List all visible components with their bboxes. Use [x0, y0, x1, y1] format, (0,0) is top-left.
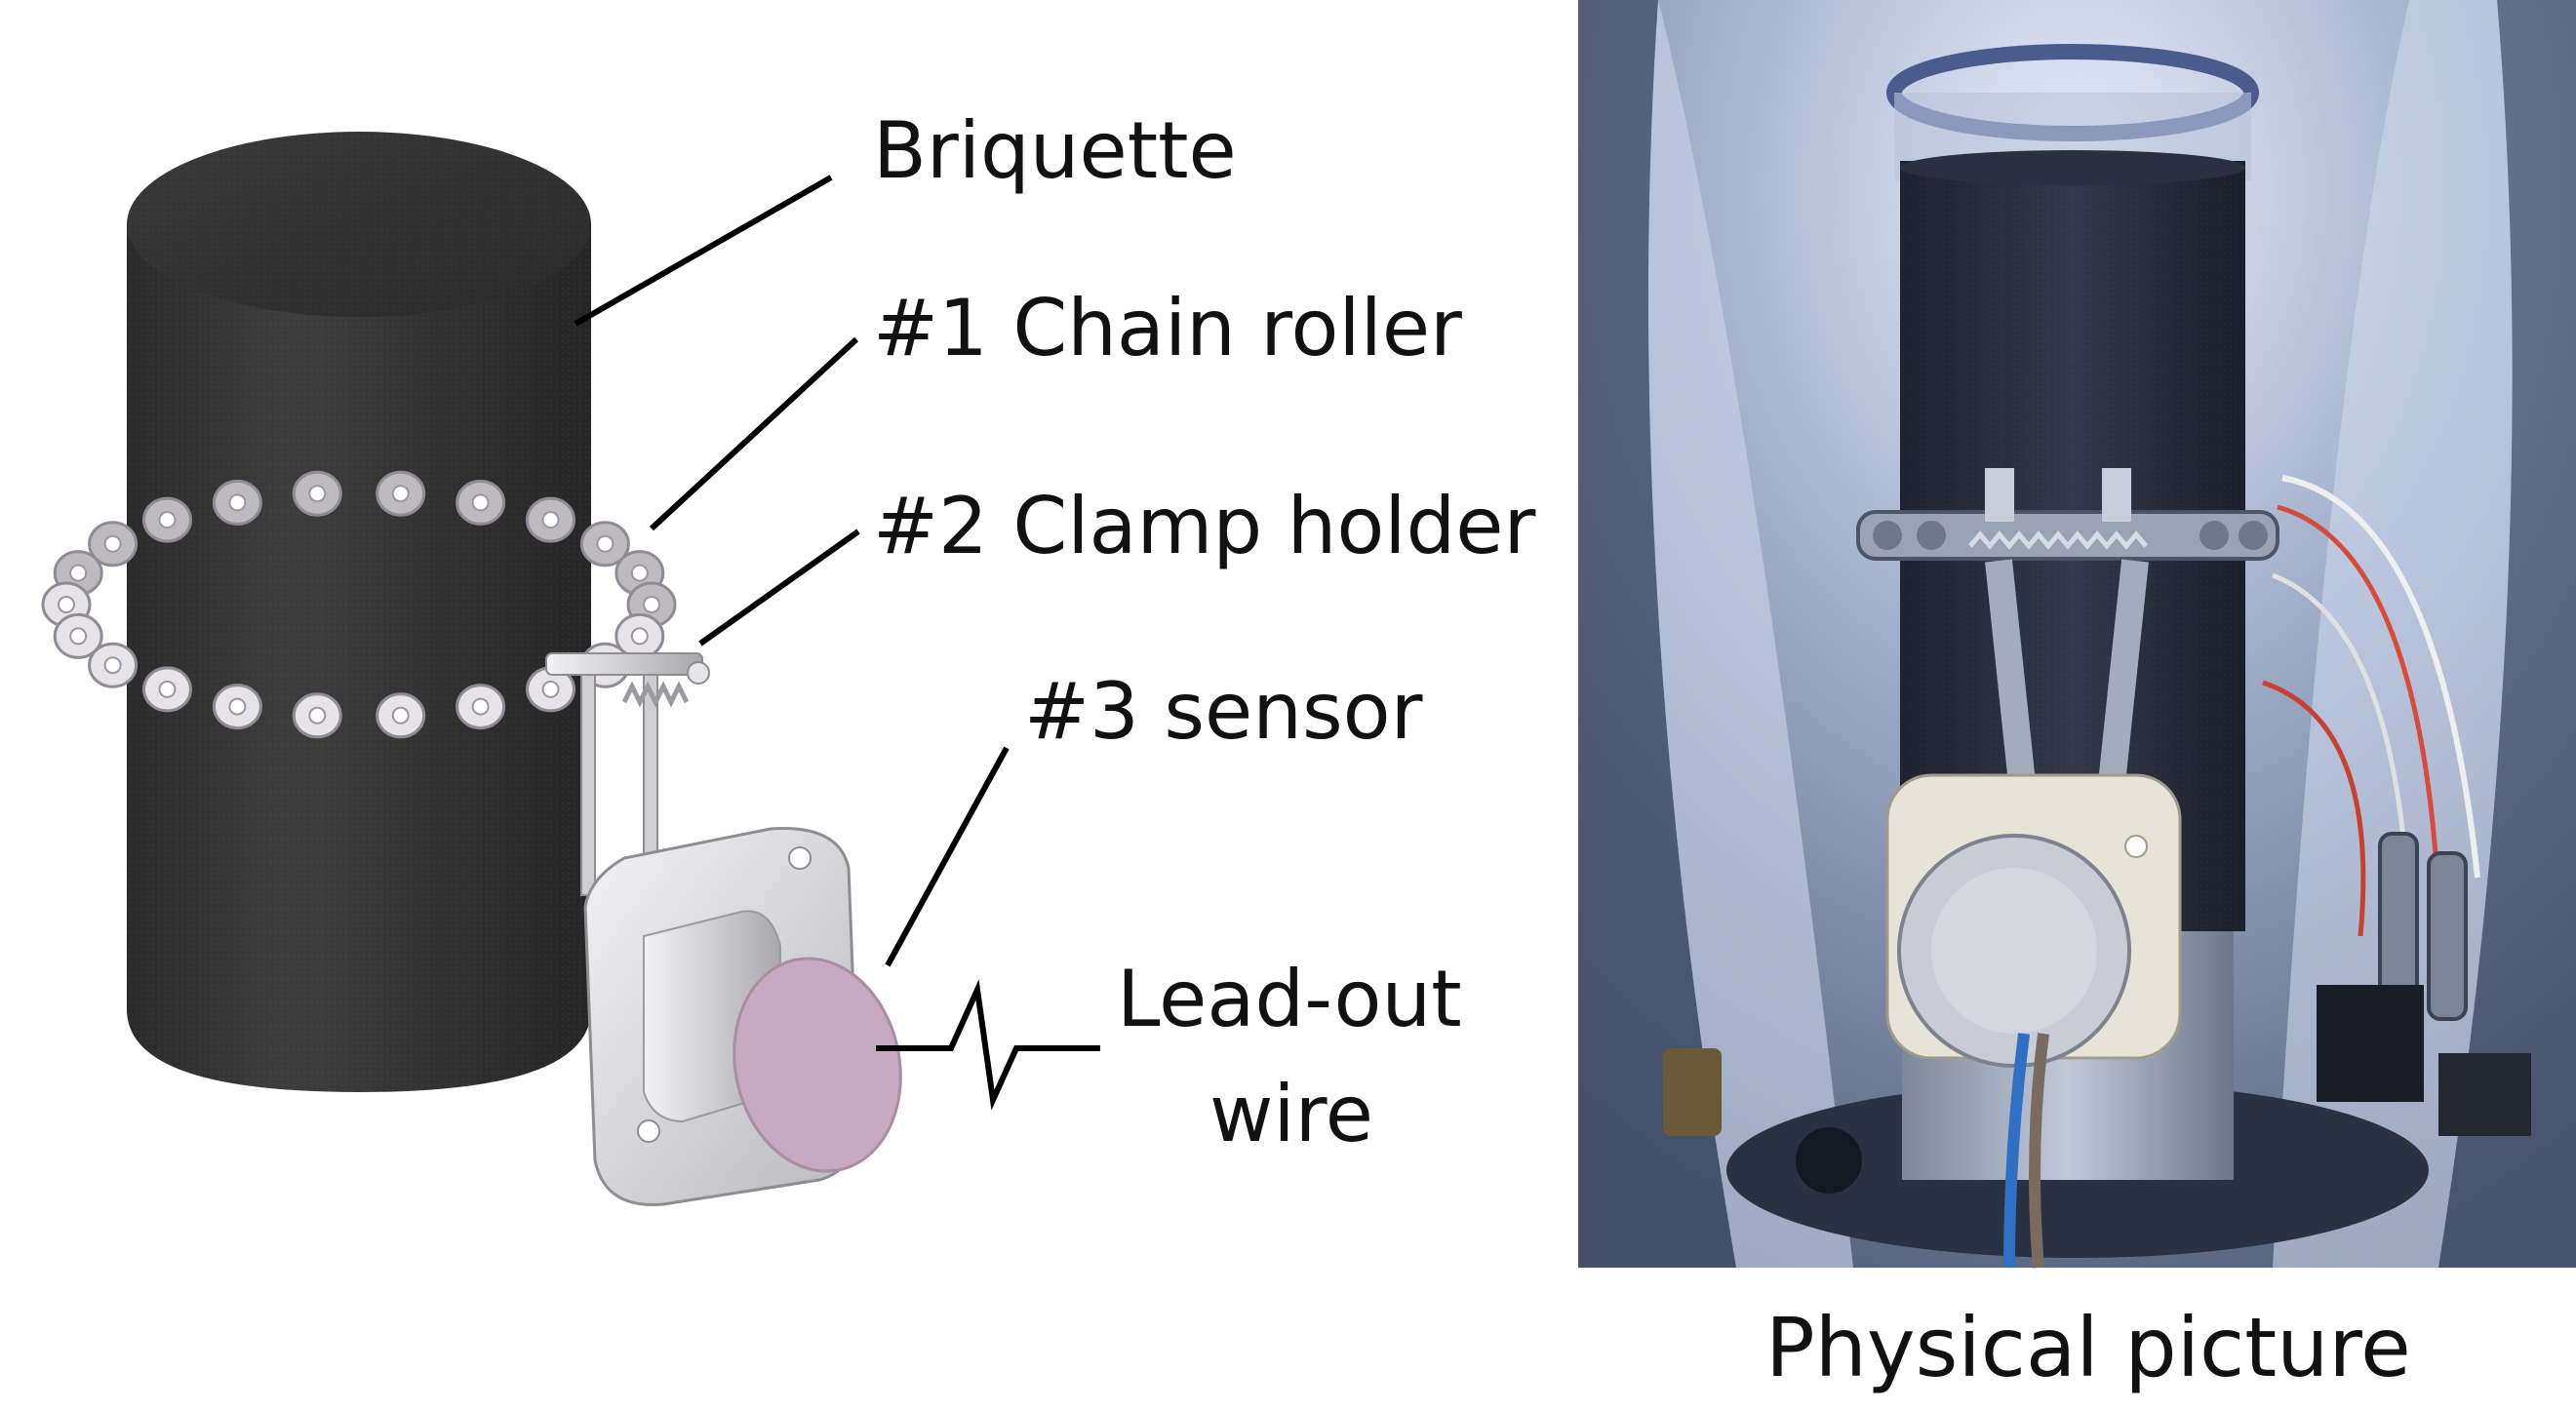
chain-pin	[160, 512, 176, 528]
chain-pin	[70, 628, 86, 644]
label-chain-roller: #1 Chain roller	[873, 290, 1462, 368]
chain-pin	[644, 597, 659, 612]
chain-pin	[70, 566, 86, 581]
chain-pin	[597, 536, 613, 552]
chain-pin	[309, 708, 325, 724]
label-briquette: Briquette	[873, 112, 1237, 190]
sensor	[585, 829, 920, 1205]
physical-photo	[1578, 0, 2576, 1268]
chain-pin	[309, 486, 325, 501]
chain-pin	[105, 657, 121, 673]
label-sensor: #3 sensor	[1024, 673, 1422, 751]
label-clamp-holder: #2 Clamp holder	[873, 488, 1535, 566]
chain-pin	[473, 699, 489, 715]
briquette-cylinder	[127, 132, 591, 1092]
chain-pin	[543, 682, 559, 697]
chain-pin	[632, 566, 648, 581]
chain-pin	[229, 494, 245, 510]
chain-pin	[59, 597, 74, 612]
chain-pin	[393, 486, 409, 501]
photo-caption: Physical picture	[1765, 1307, 2411, 1389]
chain-pin	[105, 536, 121, 552]
chain-pin	[543, 512, 559, 528]
chain-pin	[160, 682, 176, 697]
chain-pin	[393, 708, 409, 724]
chain-pin	[229, 699, 245, 715]
label-lead-out-line1: Lead-out	[1117, 960, 1462, 1039]
chain-pin	[632, 628, 648, 644]
label-lead-out-line2: wire	[1209, 1076, 1373, 1154]
chain-pin	[473, 494, 489, 510]
